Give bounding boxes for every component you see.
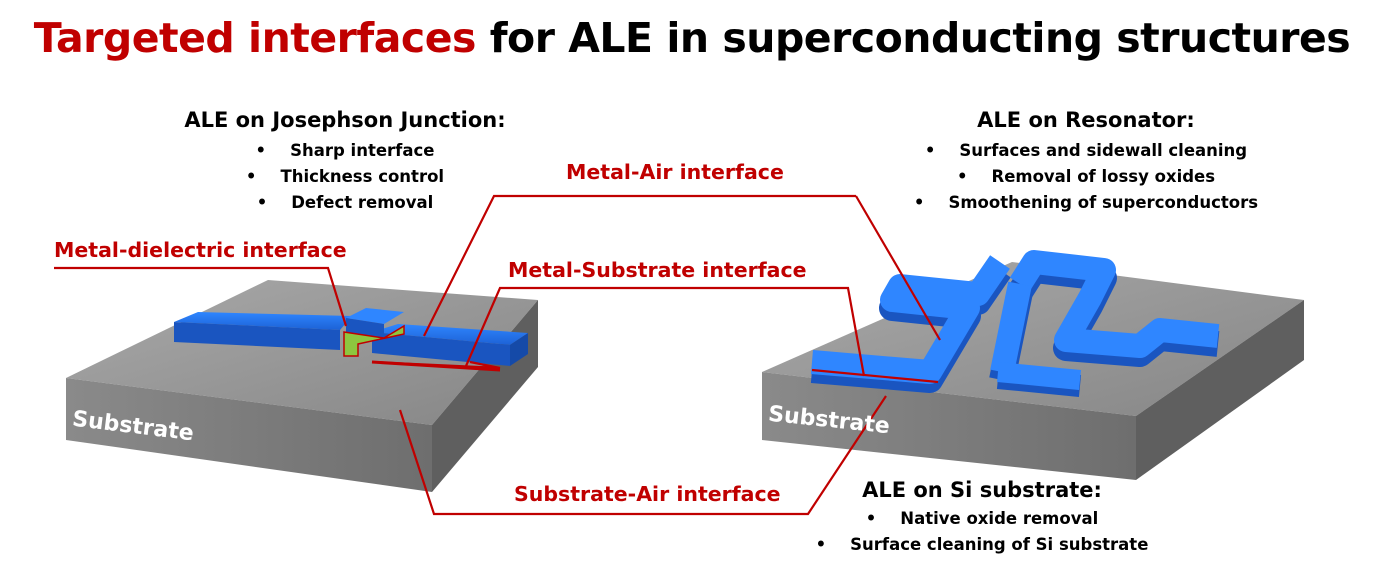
leader-metal-air-right — [855, 195, 941, 341]
substrate-heading: ALE on Si substrate: — [862, 478, 1102, 502]
leader-metal-substrate — [464, 286, 866, 377]
substrate-bullet: Surface cleaning of Si substrate — [792, 532, 1172, 558]
junction-bullet: Thickness control — [160, 164, 530, 190]
label-metal-substrate: Metal-Substrate interface — [508, 258, 807, 282]
page-title: Targeted interfaces for ALE in supercond… — [0, 14, 1384, 62]
josephson-junction-metal — [174, 308, 528, 366]
resonator-bullets: Surfaces and sidewall cleaning Removal o… — [896, 138, 1276, 216]
resonator-heading: ALE on Resonator: — [977, 108, 1195, 132]
junction-bullets: Sharp interface Thickness control Defect… — [160, 138, 530, 216]
resonator-meander — [810, 250, 1220, 397]
substrate-bullets: Native oxide removal Surface cleaning of… — [792, 506, 1172, 558]
resonator-block: ALE on Resonator: Surfaces and sidewall … — [896, 108, 1276, 216]
left-substrate — [66, 280, 538, 492]
leader-metal-dielectric — [54, 266, 348, 327]
label-metal-air: Metal-Air interface — [566, 160, 784, 184]
junction-bullet: Defect removal — [160, 190, 530, 216]
substrate-block: ALE on Si substrate: Native oxide remova… — [792, 478, 1172, 558]
resonator-bullet: Smoothening of superconductors — [896, 190, 1276, 216]
junction-block: ALE on Josephson Junction: Sharp interfa… — [160, 108, 530, 216]
resonator-bullet: Removal of lossy oxides — [896, 164, 1276, 190]
metal-substrate-edge-left — [371, 360, 501, 372]
resonator-bullet: Surfaces and sidewall cleaning — [896, 138, 1276, 164]
label-metal-dielectric: Metal-dielectric interface — [54, 238, 347, 262]
junction-bullet: Sharp interface — [160, 138, 530, 164]
leader-resonator-edge — [811, 368, 939, 384]
junction-heading: ALE on Josephson Junction: — [184, 108, 506, 132]
title-rest: for ALE in superconducting structures — [475, 14, 1351, 62]
title-highlight: Targeted interfaces — [33, 14, 477, 62]
leader-substrate-air — [398, 395, 887, 516]
label-substrate-air: Substrate-Air interface — [514, 482, 781, 506]
substrate-bullet: Native oxide removal — [792, 506, 1172, 532]
